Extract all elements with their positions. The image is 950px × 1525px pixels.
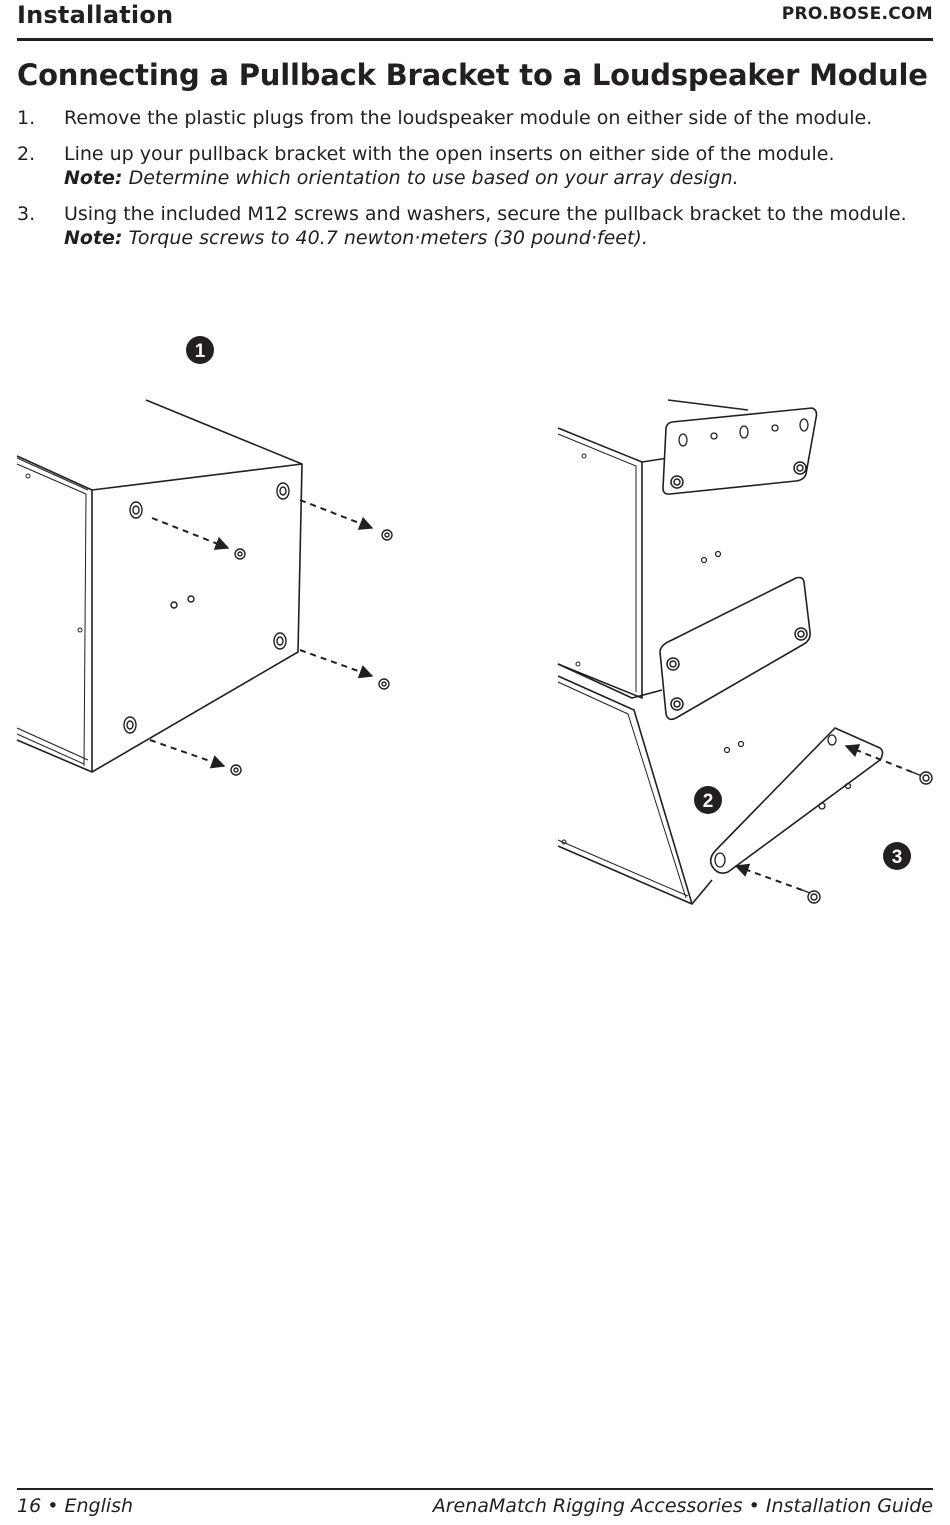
callout-2: 2 (694, 786, 722, 814)
step-text: Line up your pullback bracket with the o… (64, 142, 835, 165)
installation-illustration: 1 2 3 (16, 336, 933, 905)
install-arrows (734, 744, 913, 891)
insert-holes-left (123, 482, 290, 734)
step-number: 1. (17, 107, 36, 129)
step-text: Remove the plastic plugs from the loudsp… (64, 107, 873, 129)
callout-1-label: 1 (195, 341, 206, 362)
page-title: Connecting a Pullback Bracket to a Louds… (17, 58, 928, 92)
step-number: 3. (17, 202, 36, 225)
footer-page-language: 16 • English (17, 1495, 134, 1517)
loudspeaker-module-left (16, 399, 303, 773)
note-text: Determine which orientation to use based… (128, 167, 739, 189)
header-site-url[interactable]: PRO.BOSE.COM (781, 4, 933, 24)
callout-2-label: 2 (703, 791, 714, 812)
note-label: Note: (64, 227, 123, 249)
footer-rule (17, 1488, 933, 1490)
plastic-plugs (230, 529, 393, 776)
callout-1: 1 (186, 336, 214, 364)
footer-document-title: ArenaMatch Rigging Accessories • Install… (432, 1495, 933, 1517)
step-3: 3. Using the included M12 screws and was… (17, 202, 917, 251)
callout-3-label: 3 (892, 847, 903, 868)
removal-arrows (149, 499, 374, 769)
header-section-title: Installation (17, 1, 174, 29)
callout-3: 3 (883, 842, 911, 870)
header-rule (17, 38, 933, 41)
step-1: 1. Remove the plastic plugs from the lou… (17, 106, 917, 131)
note-label: Note: (64, 167, 123, 189)
step-number: 2. (17, 142, 36, 165)
step-note: Note: Torque screws to 40.7 newton·meter… (64, 226, 917, 251)
step-2: 2. Line up your pullback bracket with th… (17, 142, 917, 191)
bracket-screws (666, 461, 808, 711)
pullback-bracket (659, 407, 884, 874)
m12-screws (801, 771, 933, 904)
bracket-holes (678, 418, 852, 868)
note-text: Torque screws to 40.7 newton·meters (30 … (128, 227, 648, 249)
loudspeaker-module-right (557, 399, 749, 905)
step-note: Note: Determine which orientation to use… (64, 166, 917, 191)
steps-list: 1. Remove the plastic plugs from the lou… (17, 106, 917, 262)
step-text: Using the included M12 screws and washer… (64, 202, 907, 225)
